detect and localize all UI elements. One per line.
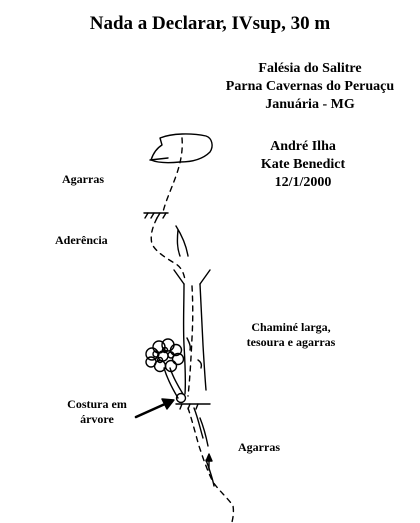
- summit-block: [150, 133, 213, 164]
- tree-trunk: [169, 367, 184, 395]
- lower-wall-line: [193, 407, 204, 439]
- ascent-date: 12/1/2000: [274, 175, 332, 190]
- lower-wall-line: [199, 417, 209, 447]
- route-line-upper: [162, 137, 183, 213]
- summit-ledge: [149, 157, 169, 161]
- ledge-tick: [195, 403, 199, 410]
- ledge-tick: [144, 212, 149, 219]
- climber-1: André Ilha: [270, 139, 336, 154]
- park-name: Parna Cavernas do Peruaçu: [225, 79, 395, 94]
- route-line-lower: [187, 407, 235, 523]
- route-title: Nada a Declarar, IVsup, 30 m: [89, 13, 331, 34]
- route-line-chimney: [187, 285, 194, 397]
- chimney-right-wall: [199, 283, 207, 391]
- city-name: Januária - MG: [265, 97, 355, 112]
- slab-edge: [176, 229, 181, 257]
- ledge-tick: [156, 212, 161, 219]
- ledge-tick: [179, 403, 183, 410]
- direction-arrow-head: [205, 453, 213, 462]
- chimney-hold: [186, 337, 191, 351]
- label-costura-1: Costura em: [67, 397, 127, 411]
- label-chamine-2: tesoura e agarras: [246, 335, 336, 349]
- lower-wall-line: [205, 459, 215, 487]
- chimney-top-right: [199, 269, 211, 285]
- tree-icon: [145, 338, 185, 373]
- crag-name: Falésia do Salitre: [258, 61, 362, 76]
- pointer-arrow-line: [134, 402, 167, 419]
- label-costura-2: árvore: [80, 412, 114, 426]
- slab-edge: [175, 225, 189, 257]
- label-agarras-top: Agarras: [62, 172, 104, 186]
- chimney-left-wall: [182, 283, 187, 395]
- label-aderencia: Aderência: [55, 233, 108, 247]
- ledge-tick: [150, 212, 155, 219]
- climber-2: Kate Benedict: [260, 157, 346, 172]
- pointer-arrow-head: [161, 398, 175, 410]
- chimney-hold: [197, 359, 203, 369]
- tree-bolt-icon: [175, 392, 187, 404]
- chimney-top-left: [173, 269, 185, 285]
- label-chamine-1: Chaminé larga,: [251, 320, 331, 334]
- ledge-tick: [162, 212, 167, 219]
- route-line-slab: [150, 217, 186, 281]
- label-agarras-bottom: Agarras: [238, 440, 280, 454]
